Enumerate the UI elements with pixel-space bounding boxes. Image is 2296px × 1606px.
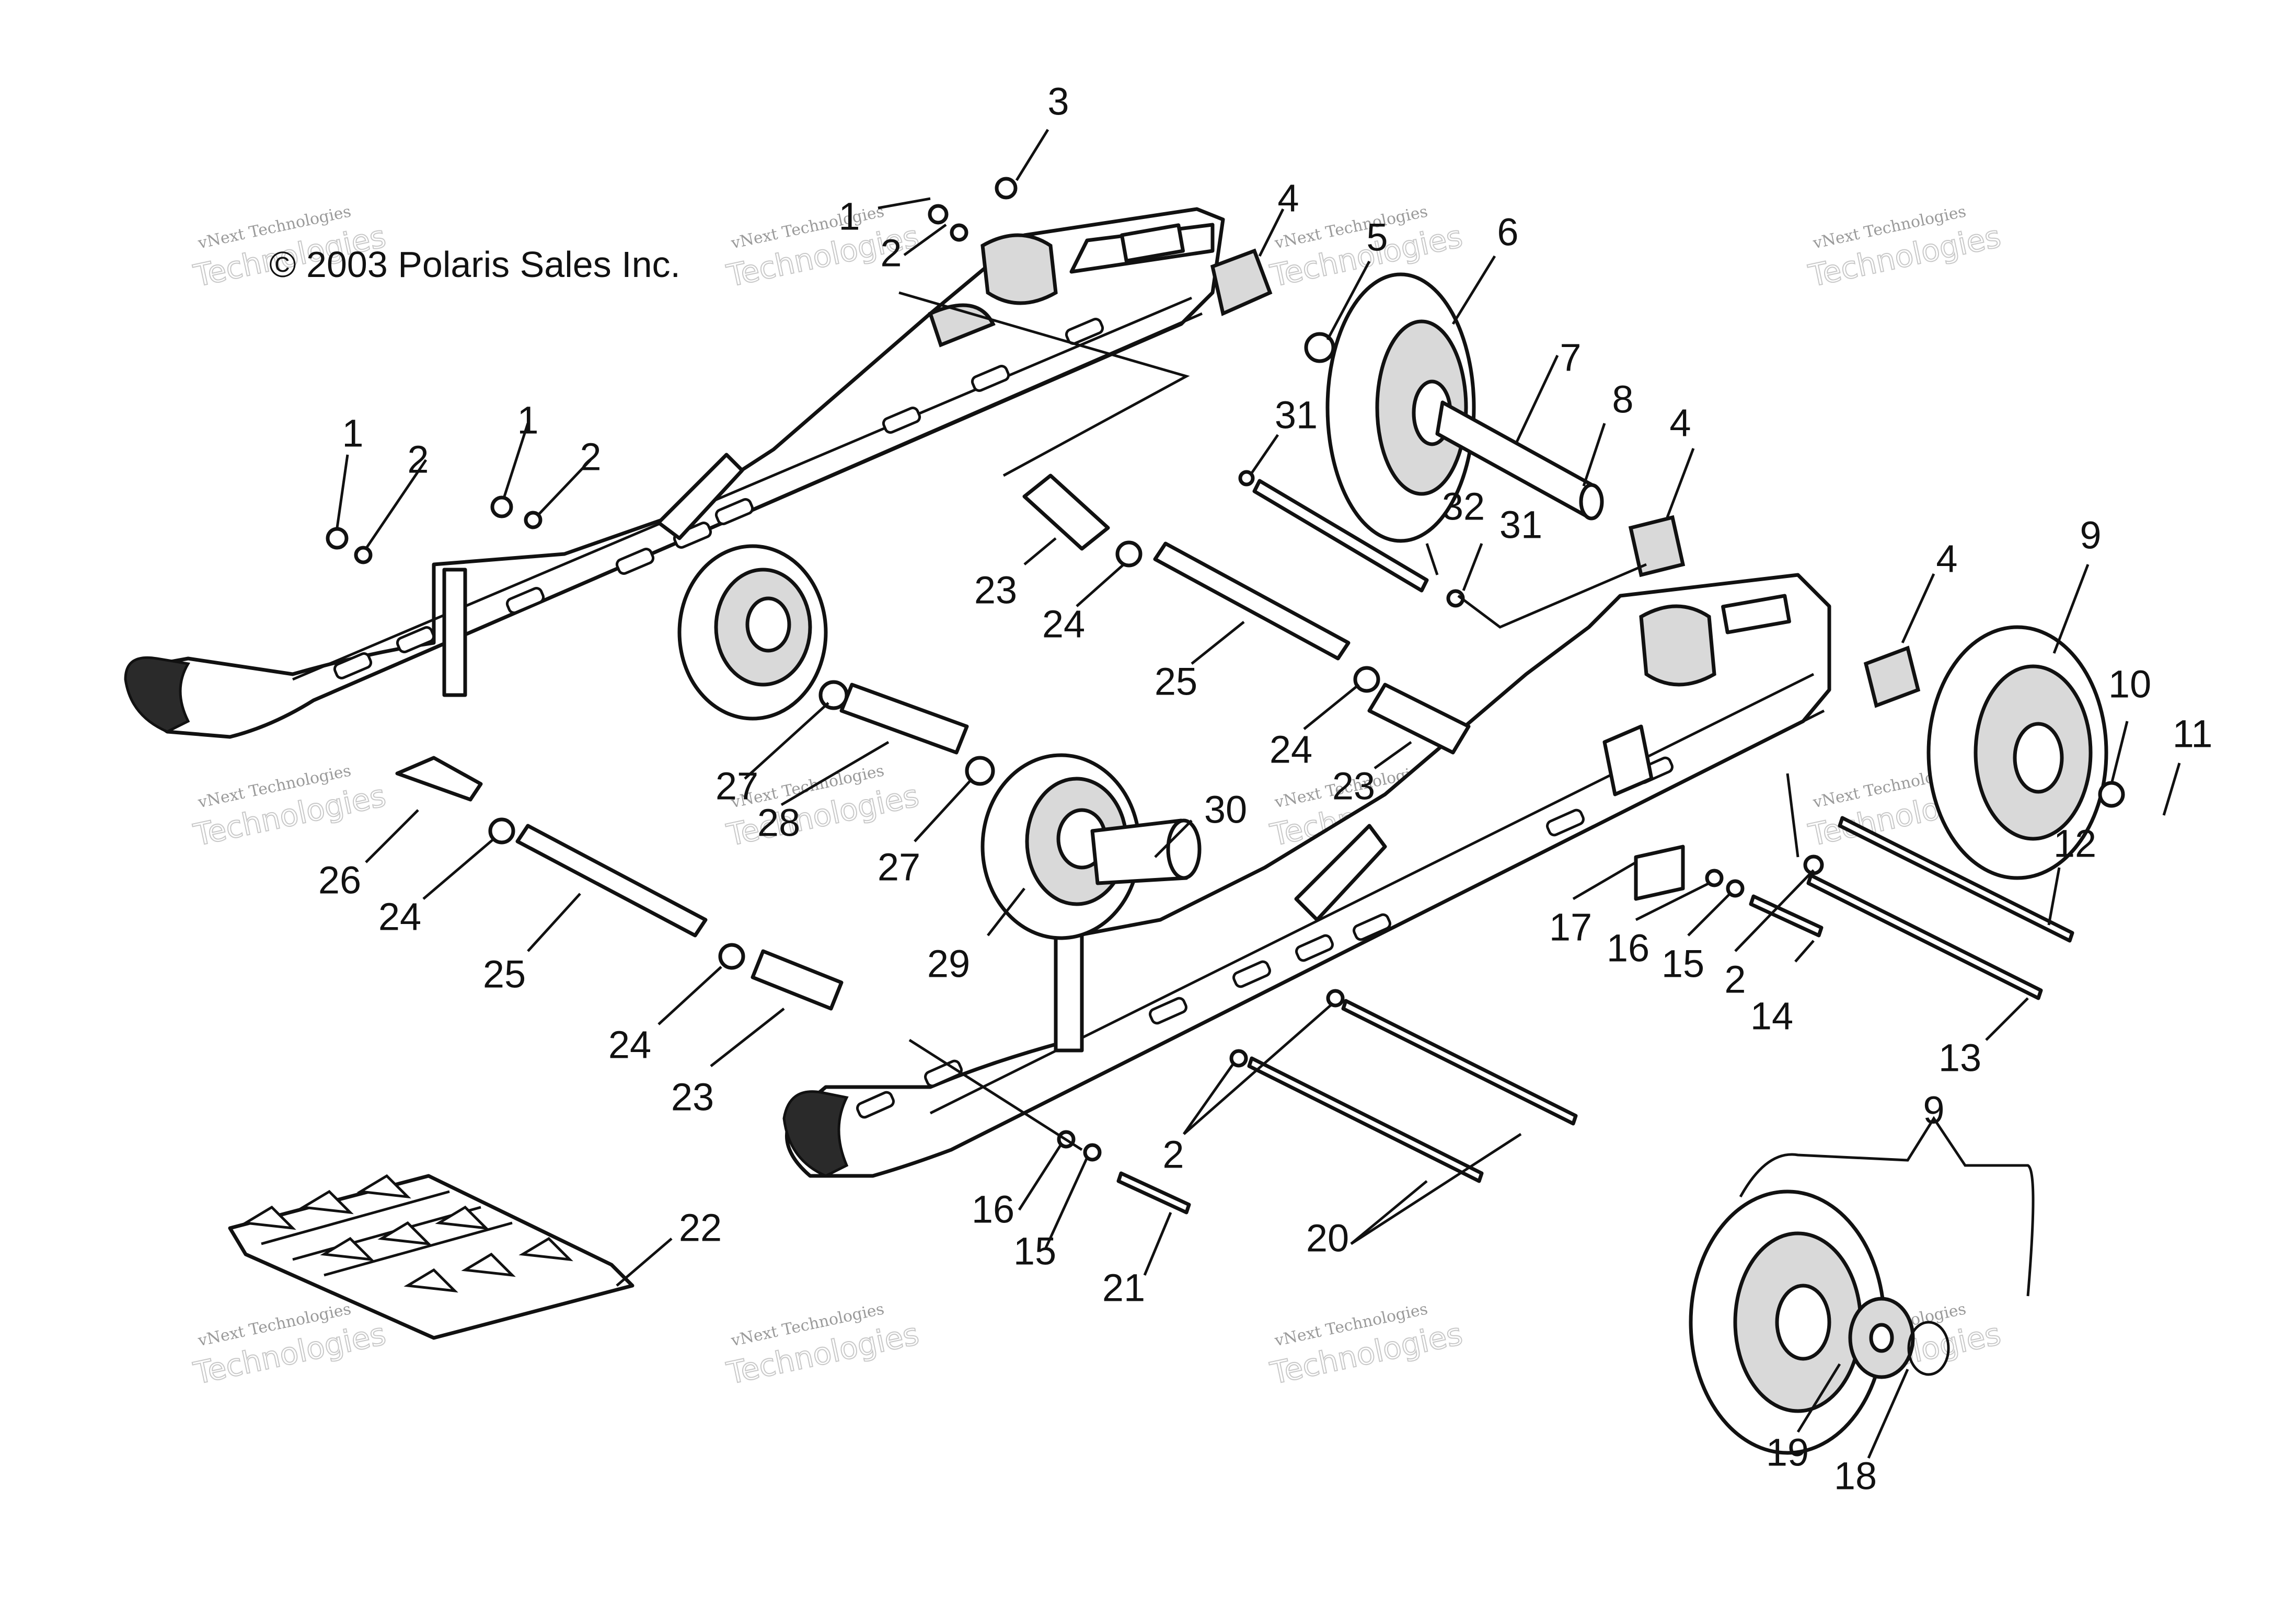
callout-10: 10: [2108, 663, 2151, 706]
callout-23: 23: [1332, 765, 1375, 808]
callout-labels: 1 2 3 4 5 6 7 8 31 32 31 4 4 9 10 11 12 …: [318, 80, 2213, 1498]
callout-2: 2: [1162, 1133, 1184, 1176]
idler-wheel-9-right: [1926, 625, 2108, 880]
callout-25: 25: [1155, 660, 1197, 703]
callout-17: 17: [1549, 906, 1592, 949]
callout-8: 8: [1612, 378, 1633, 421]
callout-16: 16: [972, 1188, 1014, 1231]
idler-wheel-left: [677, 544, 828, 721]
callout-18: 18: [1834, 1454, 1877, 1498]
callout-13: 13: [1939, 1036, 1981, 1080]
callout-20: 20: [1306, 1217, 1349, 1260]
callout-31: 31: [1499, 503, 1542, 547]
callout-16: 16: [1607, 927, 1649, 970]
callout-1: 1: [342, 412, 363, 455]
callout-24: 24: [608, 1023, 651, 1067]
guide-lines: [898, 291, 1799, 1151]
callout-2: 2: [1724, 958, 1746, 1001]
callout-1: 1: [517, 399, 538, 442]
callout-22: 22: [679, 1206, 722, 1250]
callout-15: 15: [1662, 942, 1704, 986]
callout-14: 14: [1750, 995, 1793, 1038]
rear-idler-wheel-6: [1325, 272, 1604, 543]
callout-23: 23: [974, 569, 1017, 612]
callout-29: 29: [927, 942, 970, 986]
callout-4: 4: [1936, 537, 1957, 581]
hardware-parts: [326, 177, 2125, 1215]
callout-19: 19: [1766, 1431, 1809, 1474]
callout-32: 32: [1442, 485, 1485, 528]
callout-9: 9: [2080, 514, 2101, 557]
copyright-text: © 2003 Polaris Sales Inc.: [269, 244, 680, 285]
callout-23: 23: [671, 1076, 714, 1119]
callout-25: 25: [483, 953, 526, 996]
idler-wheel-9-kit: [1689, 1189, 1950, 1455]
callout-24: 24: [1042, 603, 1085, 646]
callout-4: 4: [1669, 401, 1691, 445]
callout-26: 26: [318, 859, 361, 902]
right-slide-rail: [782, 573, 1831, 1178]
callout-1: 1: [838, 195, 860, 238]
callout-27: 27: [878, 846, 920, 889]
callout-30: 30: [1204, 788, 1247, 831]
callout-24: 24: [378, 895, 421, 939]
callout-12: 12: [2053, 822, 2096, 865]
callout-3: 3: [1047, 80, 1069, 123]
callout-27: 27: [716, 765, 758, 808]
callout-2: 2: [880, 232, 902, 275]
left-slide-rail: [124, 207, 1225, 739]
callout-28: 28: [757, 801, 800, 845]
callout-15: 15: [1013, 1230, 1056, 1273]
leader-lines: [336, 129, 2181, 1459]
callout-31: 31: [1275, 394, 1318, 437]
callout-11: 11: [2173, 712, 2213, 756]
callout-6: 6: [1497, 211, 1518, 254]
track-clip-strip: [228, 1174, 634, 1340]
callout-7: 7: [1560, 336, 1581, 379]
callout-21: 21: [1102, 1266, 1145, 1310]
callout-24: 24: [1270, 728, 1312, 771]
callout-5: 5: [1366, 216, 1388, 259]
callout-9: 9: [1923, 1089, 1944, 1132]
callout-2: 2: [407, 438, 429, 481]
callout-2: 2: [580, 435, 601, 479]
callout-4: 4: [1277, 177, 1299, 220]
